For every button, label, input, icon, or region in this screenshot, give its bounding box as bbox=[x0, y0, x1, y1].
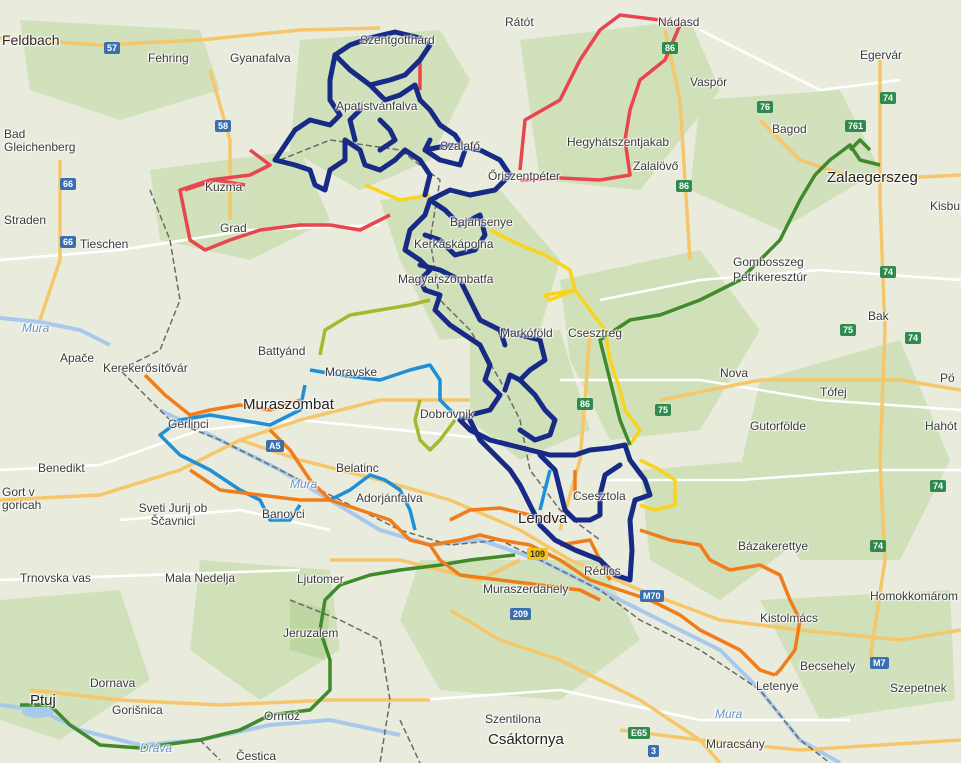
road-shield: A5 bbox=[266, 440, 284, 452]
road-shield: 74 bbox=[870, 540, 887, 552]
road-shield: 86 bbox=[662, 42, 679, 54]
road-shield: 109 bbox=[527, 548, 549, 560]
road-shield: 76 bbox=[757, 101, 774, 113]
road-shield: 86 bbox=[577, 398, 594, 410]
road-shield: 58 bbox=[215, 120, 232, 132]
route-orange bbox=[143, 373, 802, 677]
road-shield: 74 bbox=[880, 92, 897, 104]
road-shield: 66 bbox=[60, 178, 77, 190]
roads-minor bbox=[0, 28, 961, 722]
road-shield: 75 bbox=[840, 324, 857, 336]
road-shield: 761 bbox=[845, 120, 867, 132]
road-shield: 209 bbox=[510, 608, 532, 620]
route-yellow bbox=[364, 183, 677, 512]
road-shield: 75 bbox=[655, 404, 672, 416]
road-shield: 74 bbox=[930, 480, 947, 492]
route-green bbox=[20, 138, 881, 750]
road-shield: 66 bbox=[60, 236, 77, 248]
road-shield: 86 bbox=[676, 180, 693, 192]
road-shield: M70 bbox=[640, 590, 664, 602]
route-lightblue bbox=[158, 363, 552, 531]
road-shield: E65 bbox=[628, 727, 651, 739]
road-shield: 57 bbox=[104, 42, 121, 54]
road-shield: 74 bbox=[905, 332, 922, 344]
roads-major bbox=[0, 26, 961, 763]
road-shield: 74 bbox=[880, 266, 897, 278]
road-shield: M7 bbox=[870, 657, 889, 669]
route-olive bbox=[318, 298, 457, 452]
route-navy bbox=[272, 29, 653, 583]
road-shield: 3 bbox=[648, 745, 660, 757]
